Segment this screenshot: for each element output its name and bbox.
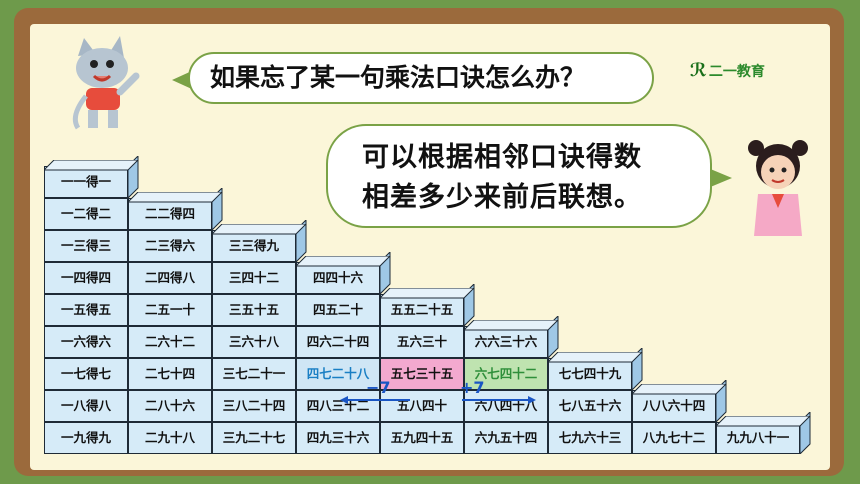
table-cell: 二九十八: [128, 422, 212, 454]
table-cell: 五八四十: [380, 390, 464, 422]
stair-top: [630, 380, 728, 399]
stair-top: [546, 348, 644, 367]
bubble-tail-right: [708, 168, 732, 188]
table-cell: 三五十五: [212, 294, 296, 326]
table-cell: 三三得九: [212, 230, 296, 262]
table-cell: 三四十二: [212, 262, 296, 294]
table-cell: 一三得三: [44, 230, 128, 262]
table-cell: 六七四十二: [464, 358, 548, 390]
table-cell: 六九五十四: [464, 422, 548, 454]
question-bubble: 如果忘了某一句乘法口诀怎么办？: [188, 52, 654, 104]
table-cell: 一九得九: [44, 422, 128, 454]
table-cell: 六六三十六: [464, 326, 548, 358]
minus-seven-label: −7: [366, 378, 391, 397]
stair-top: [210, 220, 308, 239]
table-cell: 三七二十一: [212, 358, 296, 390]
table-cell: 二三得六: [128, 230, 212, 262]
table-cell: 七七四十九: [548, 358, 632, 390]
table-cell: 一四得四: [44, 262, 128, 294]
logo-text: 二一教育: [708, 64, 765, 80]
table-cell: 四七二十八: [296, 358, 380, 390]
answer-line-2: 相差多少来前后联想。: [362, 182, 642, 213]
table-cell: 六八四十八: [464, 390, 548, 422]
table-cell: 一八得八: [44, 390, 128, 422]
table-cell: 三八二十四: [212, 390, 296, 422]
table-cell: 一二得二: [44, 198, 128, 230]
table-cell: 一六得六: [44, 326, 128, 358]
question-text: 如果忘了某一句乘法口诀怎么办？: [210, 63, 586, 92]
plus-seven-label: +7: [460, 378, 485, 397]
table-cell: 五七三十五: [380, 358, 464, 390]
table-cell: 一五得五: [44, 294, 128, 326]
answer-bubble: 可以根据相邻口诀得数 相差多少来前后联想。: [326, 124, 712, 228]
table-cell: 五六三十: [380, 326, 464, 358]
table-cell: 二二得四: [128, 198, 212, 230]
cat-illustration: [72, 36, 140, 130]
table-cell: 四六二十四: [296, 326, 380, 358]
table-cell: 二六十二: [128, 326, 212, 358]
stair-top: [378, 284, 476, 303]
table-cell: 四九三十六: [296, 422, 380, 454]
table-cell: 四五二十: [296, 294, 380, 326]
table-cell: 三六十八: [212, 326, 296, 358]
answer-line-1: 可以根据相邻口诀得数: [362, 142, 642, 173]
table-cell: 五九四十五: [380, 422, 464, 454]
table-cell: 二五一十: [128, 294, 212, 326]
stair-top: [42, 156, 140, 175]
table-cell: 八八六十四: [632, 390, 716, 422]
table-cell: 二七十四: [128, 358, 212, 390]
girl-illustration: [748, 140, 808, 236]
stair-top: [462, 316, 560, 335]
table-cell: 二四得八: [128, 262, 212, 294]
stair-top: [714, 412, 812, 431]
stair-top: [126, 188, 224, 207]
table-cell: 二八十六: [128, 390, 212, 422]
table-cell: 九九八十一: [716, 422, 800, 454]
table-cell: 一七得七: [44, 358, 128, 390]
stair-top: [294, 252, 392, 271]
difference-arrows: [340, 396, 536, 404]
table-cell: 八九七十二: [632, 422, 716, 454]
table-cell: 三九二十七: [212, 422, 296, 454]
table-cell: 七八五十六: [548, 390, 632, 422]
table-cell: 七九六十三: [548, 422, 632, 454]
table-cell: 四八三十二: [296, 390, 380, 422]
runner-icon: ℛ: [690, 60, 707, 81]
